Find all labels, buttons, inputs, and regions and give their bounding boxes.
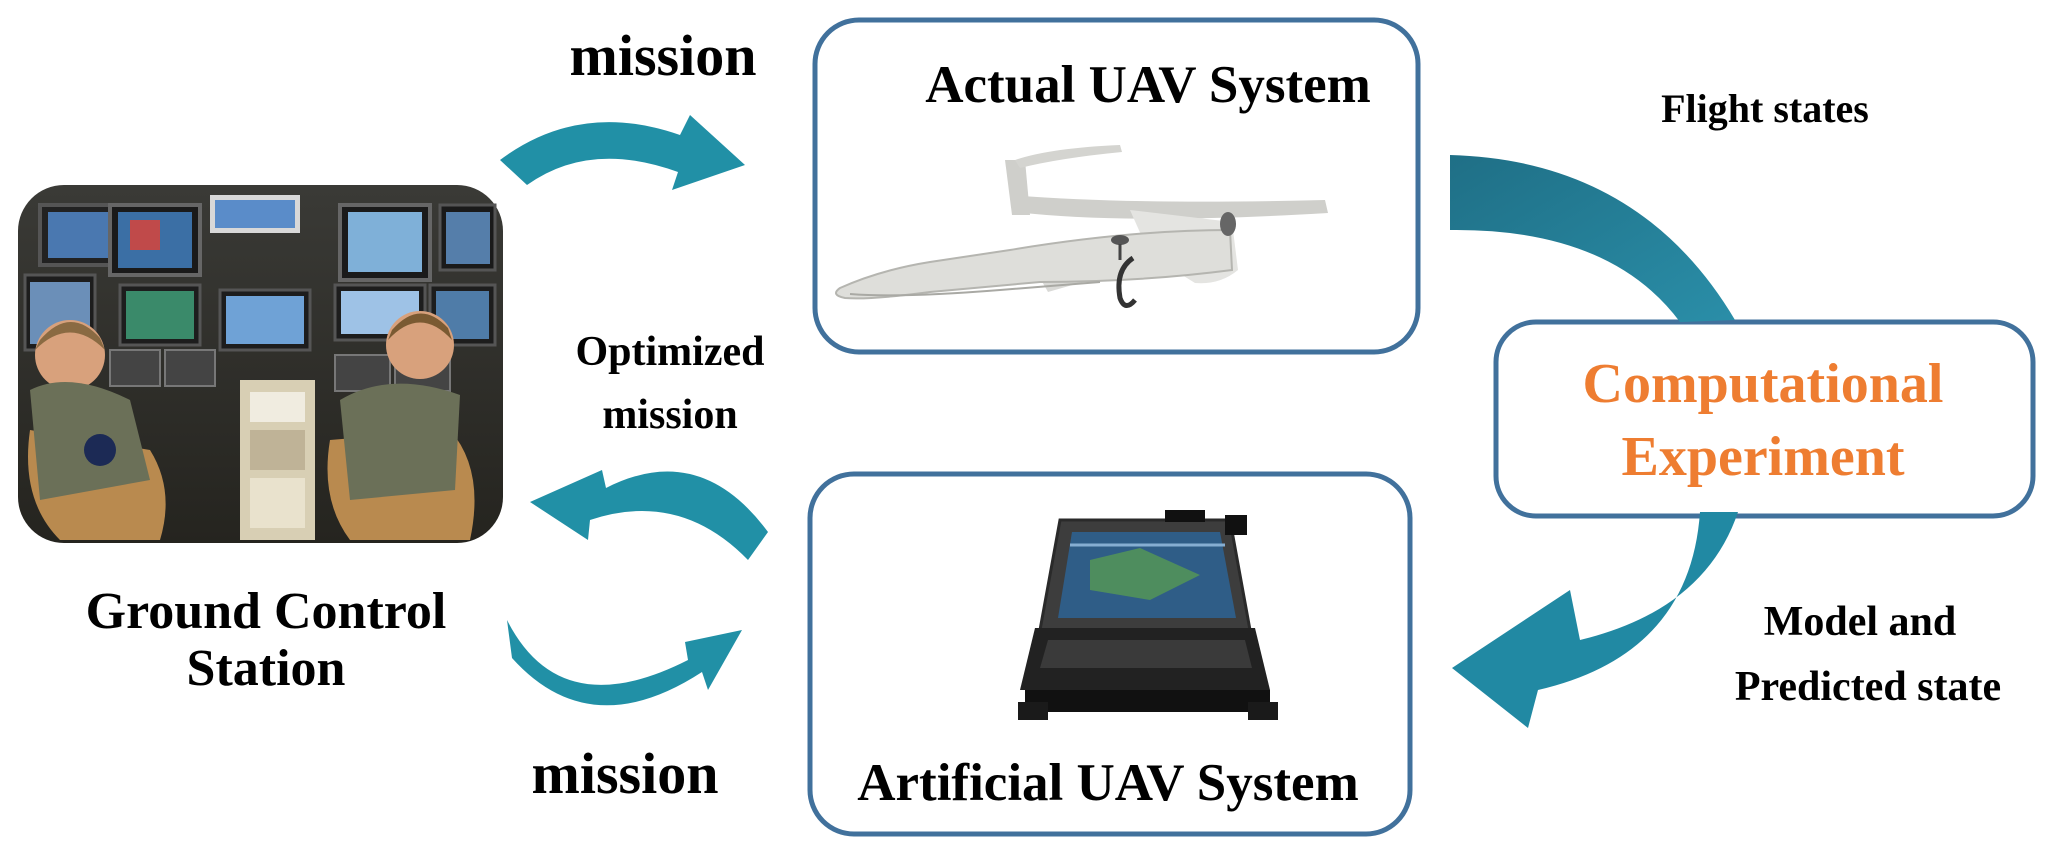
- mission-arrow-bottom: [507, 620, 742, 706]
- model-predicted-label-line1: Model and: [1764, 599, 1957, 645]
- optimized-mission-label-line1: Optimized: [576, 329, 765, 375]
- artificial-uav-system-title: Artificial UAV System: [857, 754, 1358, 812]
- ground-control-station-label-line1: Ground Control: [86, 583, 447, 640]
- flight-states-label: Flight states: [1661, 86, 1869, 131]
- ground-control-station-photo: [18, 185, 503, 543]
- model-predicted-state-curved-arrow: [1452, 512, 1738, 728]
- optimized-mission-arrow: [530, 470, 768, 560]
- optimized-mission-label-line2: mission: [602, 392, 737, 438]
- flight-states-curved-arrow: [1450, 155, 1735, 322]
- mission-arrow-top: [500, 115, 745, 190]
- actual-uav-system-title: Actual UAV System: [925, 56, 1371, 114]
- computational-experiment-box: [1493, 319, 2036, 519]
- rugged-laptop-icon: [1018, 510, 1278, 720]
- computational-label-line2: Experiment: [1621, 426, 1904, 488]
- fixed-wing-uav-icon: [835, 145, 1328, 308]
- ground-control-station-label-line2: Station: [187, 640, 346, 697]
- mission-bottom-label: mission: [532, 741, 719, 806]
- computational-label-line1: Computational: [1583, 353, 1944, 415]
- model-predicted-label-line2: Predicted state: [1735, 664, 2001, 710]
- mission-top-label: mission: [570, 23, 757, 88]
